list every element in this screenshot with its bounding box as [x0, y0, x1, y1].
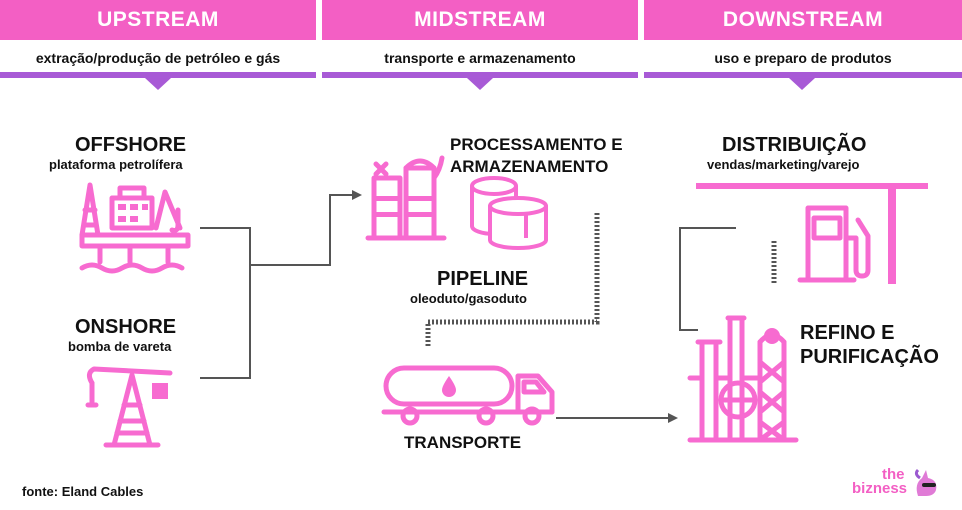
subtitle-midstream: transporte e armazenamento [322, 44, 638, 78]
distribution-desc: vendas/marketing/varejo [707, 157, 860, 172]
offshore-title: OFFSHORE [75, 134, 187, 156]
connector-offshore [200, 227, 251, 379]
refining-title-line2: PURIFICAÇÃO [800, 346, 939, 368]
onshore-title: ONSHORE [75, 316, 177, 338]
header-upstream: UPSTREAM [0, 0, 316, 40]
logo-text-bizness: bizness [852, 480, 908, 497]
pipeline-title: PIPELINE [437, 268, 529, 290]
notch-upstream [145, 78, 171, 90]
logo-text-the: the [882, 466, 905, 483]
unicorn-icon [914, 468, 937, 496]
distribution-title: DISTRIBUIÇÃO [722, 134, 867, 156]
arrow-to-processing [352, 190, 362, 200]
connector-refining-up [679, 227, 736, 331]
subtitle-downstream: uso e preparo de produtos [644, 44, 962, 78]
offshore-platform-icon [79, 182, 191, 274]
fuel-pump-icon [696, 183, 928, 284]
header-midstream: MIDSTREAM [322, 0, 638, 40]
header-downstream: DOWNSTREAM [644, 0, 962, 40]
subtitle-upstream: extração/produção de petróleo e gás [0, 44, 316, 78]
source-note: fonte: Eland Cables [22, 484, 144, 499]
refining-title-line1: REFINO E [800, 322, 895, 344]
refinery-tanks-icon [365, 155, 548, 250]
connector-pipeline [425, 213, 600, 348]
connector-to-processing [250, 194, 352, 266]
pumpjack-icon [85, 366, 173, 448]
notch-midstream [467, 78, 493, 90]
pipeline-desc: oleoduto/gasoduto [410, 291, 527, 306]
notch-downstream [789, 78, 815, 90]
onshore-desc: bomba de vareta [68, 339, 172, 354]
processing-title-line2: ARMAZENAMENTO [450, 157, 609, 176]
tanker-truck-icon [381, 365, 555, 426]
brand-logo: the bizness [852, 466, 944, 500]
refinery-icon [687, 315, 799, 443]
transport-title: TRANSPORTE [404, 433, 522, 452]
processing-title-line1: PROCESSAMENTO E [450, 135, 623, 154]
arrow-to-refining [668, 413, 678, 423]
offshore-desc: plataforma petrolífera [49, 157, 183, 172]
